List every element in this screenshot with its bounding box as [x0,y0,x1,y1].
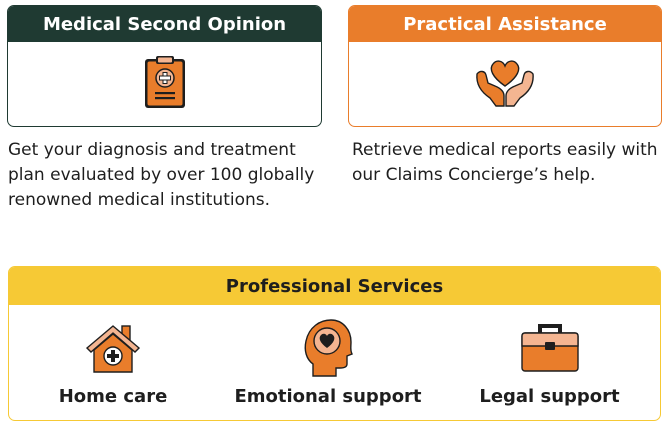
medical-second-opinion-card: Medical Second Opinion [7,5,322,127]
medical-second-opinion-body [8,42,321,125]
professional-services-list: Home care Emotional support [9,305,660,420]
medical-second-opinion-title: Medical Second Opinion [8,6,321,42]
home-care-icon [82,317,144,379]
service-home-care: Home care [9,305,217,420]
briefcase-icon [519,317,581,379]
emotional-support-icon [303,317,353,379]
professional-services-card: Professional Services Home care [8,266,661,421]
practical-assistance-body [349,42,661,125]
professional-services-title: Professional Services [9,267,660,305]
service-label: Home care [58,386,168,407]
service-legal-support: Legal support [439,305,660,420]
heart-hands-icon [474,56,536,112]
practical-assistance-description: Retrieve medical reports easily with our… [352,140,658,185]
medical-second-opinion-description: Get your diagnosis and treatment plan ev… [8,140,315,210]
practical-assistance-card: Practical Assistance [348,5,662,127]
service-emotional-support: Emotional support [217,305,439,420]
service-label: Emotional support [234,386,422,407]
service-label: Legal support [479,386,620,407]
clipboard-medical-icon [142,54,188,114]
practical-assistance-title: Practical Assistance [349,6,661,42]
